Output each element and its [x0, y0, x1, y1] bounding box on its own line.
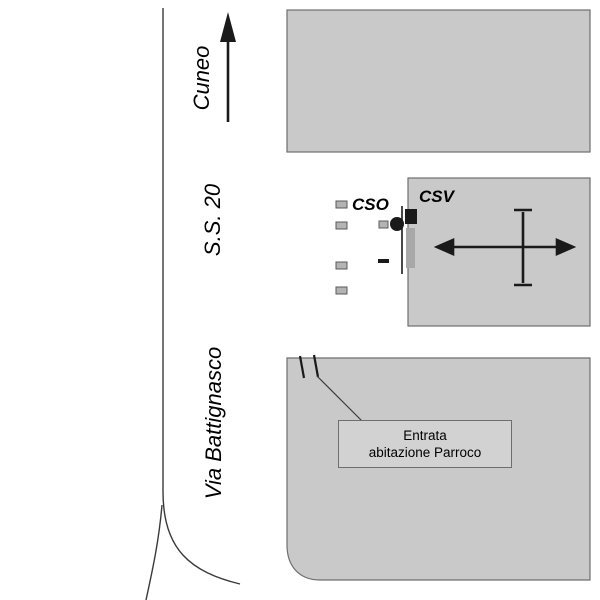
callout-line-1: Entrata [403, 428, 447, 443]
csv-marker-icon [405, 209, 417, 224]
callout-entrata-parroco: Entrata abitazione Parroco [338, 420, 512, 468]
street-label-via-battignasco: Via Battignasco [201, 346, 226, 500]
courtyard-gray-bar [406, 228, 415, 268]
north-arrow-icon [220, 12, 236, 122]
building-block-south [286, 357, 591, 581]
church-cross-icon [433, 208, 577, 287]
small-dash-marker [378, 259, 389, 263]
callout-leader-line [316, 375, 363, 422]
road-edge-outer-curve [145, 504, 163, 600]
portico-columns-icon [335, 200, 389, 295]
road-label-ss20: S.S. 20 [200, 183, 225, 257]
cso-label: CSO [352, 195, 389, 214]
csv-label: CSV [419, 187, 454, 206]
direction-label-cuneo: Cuneo [189, 45, 214, 111]
building-block-north [286, 9, 591, 153]
road-edge-left [162, 8, 241, 585]
callout-line-2: abitazione Parroco [368, 445, 482, 460]
gate-marker-icon [298, 354, 320, 379]
cso-marker-icon [390, 217, 404, 231]
